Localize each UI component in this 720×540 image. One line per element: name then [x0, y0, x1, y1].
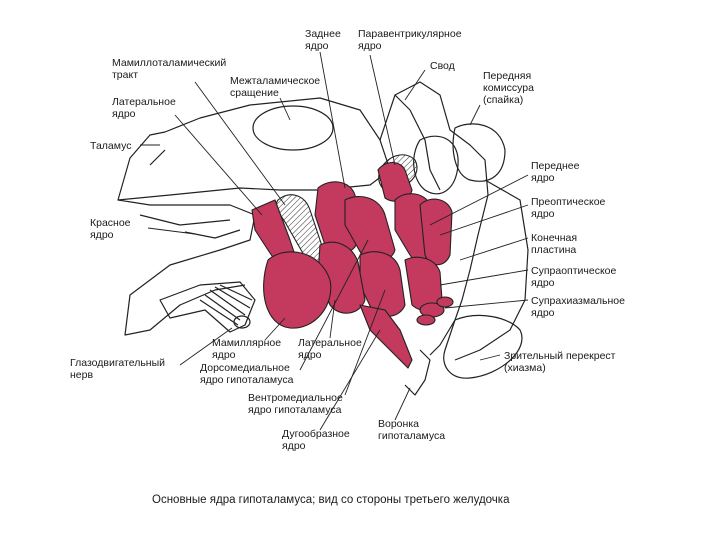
fornix-outline — [379, 81, 489, 356]
label-thalamus: Таламус — [90, 140, 132, 152]
pointer-fornix — [404, 69, 426, 101]
label-dorsomedial-nucleus: Дорсомедиальное ядро гипоталамуса — [200, 362, 294, 386]
label-lateral-nucleus-bottom: Латеральное ядро — [298, 337, 362, 361]
label-lateral-nucleus-top: Латеральное ядро — [112, 96, 176, 120]
supraoptic-nucleus-shape — [404, 256, 443, 312]
label-red-nucleus: Красное ядро — [90, 217, 131, 241]
label-lamina-terminalis: Конечная пластина — [531, 232, 578, 256]
interthalamic-adhesion-shape — [252, 105, 334, 151]
paraventricular-nucleus-shape — [377, 161, 413, 202]
label-suprachiasmatic-nucleus: Супрахиазмальное ядро — [531, 295, 625, 319]
label-mamillary-nucleus: Мамиллярное ядро — [212, 337, 282, 361]
label-posterior-nucleus: Заднее ядро — [305, 28, 341, 52]
label-anterior-commissure: Передняя комиссура (спайка) — [483, 70, 534, 106]
pointer-suprachiasmatic — [444, 299, 529, 309]
midbrain-outline — [117, 199, 256, 336]
pointer-paraventricular — [369, 54, 396, 166]
preoptic-nucleus-shape — [419, 198, 453, 266]
oculomotor-nerve-shape — [159, 281, 256, 333]
optic-chiasm-shape — [443, 314, 523, 379]
label-mamillothalamic-tract: Мамиллоталамический тракт — [112, 57, 227, 81]
pointer-red-nucleus — [147, 227, 196, 235]
pointer-oculomotor — [179, 327, 233, 366]
pointer-anterior-nucleus — [429, 174, 529, 226]
label-anterior-nucleus: Переднее ядро — [531, 160, 580, 184]
pointer-lateral-bottom — [329, 299, 336, 339]
label-interthalamic-adhesion: Межталамическое сращение — [230, 75, 321, 99]
infundibulum-shape — [404, 349, 431, 396]
label-preoptic-nucleus: Преоптическое ядро — [531, 196, 606, 220]
pointer-optic-chiasm — [479, 354, 501, 361]
mamillary-nucleus-shape — [263, 251, 332, 329]
pointer-lateral-top — [174, 114, 263, 216]
pointer-mamillary — [264, 317, 286, 341]
figure-caption: Основные ядра гипоталамуса; вид со сторо… — [152, 494, 510, 506]
label-oculomotor-nerve: Глазодвигательный нерв — [70, 357, 166, 381]
pointer-infundibulum — [394, 387, 411, 421]
pointer-posterior — [319, 51, 346, 189]
anterior-commissure-shape — [452, 123, 506, 182]
pointer-arcuate — [319, 329, 381, 431]
pointer-dorsomedial — [299, 239, 369, 371]
pointer-mamillothalamic — [194, 81, 286, 206]
pointer-supraoptic — [439, 269, 529, 286]
label-paraventricular-nucleus: Паравентрикулярное ядро — [358, 28, 462, 52]
label-optic-chiasm: Зрительный перекрест (хиазма) — [504, 350, 616, 374]
pointer-preoptic — [439, 204, 529, 236]
label-arcuate-nucleus: Дугообразное ядро — [282, 428, 350, 452]
label-ventromedial-nucleus: Вентромедиальное ядро гипоталамуса — [248, 392, 343, 416]
pointer-anterior-commissure — [469, 104, 481, 126]
pointer-lamina-terminalis — [459, 237, 529, 261]
pointer-interthalamic — [279, 97, 291, 121]
label-fornix: Свод — [430, 60, 455, 72]
thalamus-outline — [117, 97, 391, 201]
label-supraoptic-nucleus: Супраоптическое ядро — [531, 265, 617, 289]
arcuate-nucleus-shape — [359, 304, 413, 369]
label-infundibulum: Воронка гипоталамуса — [378, 418, 446, 442]
